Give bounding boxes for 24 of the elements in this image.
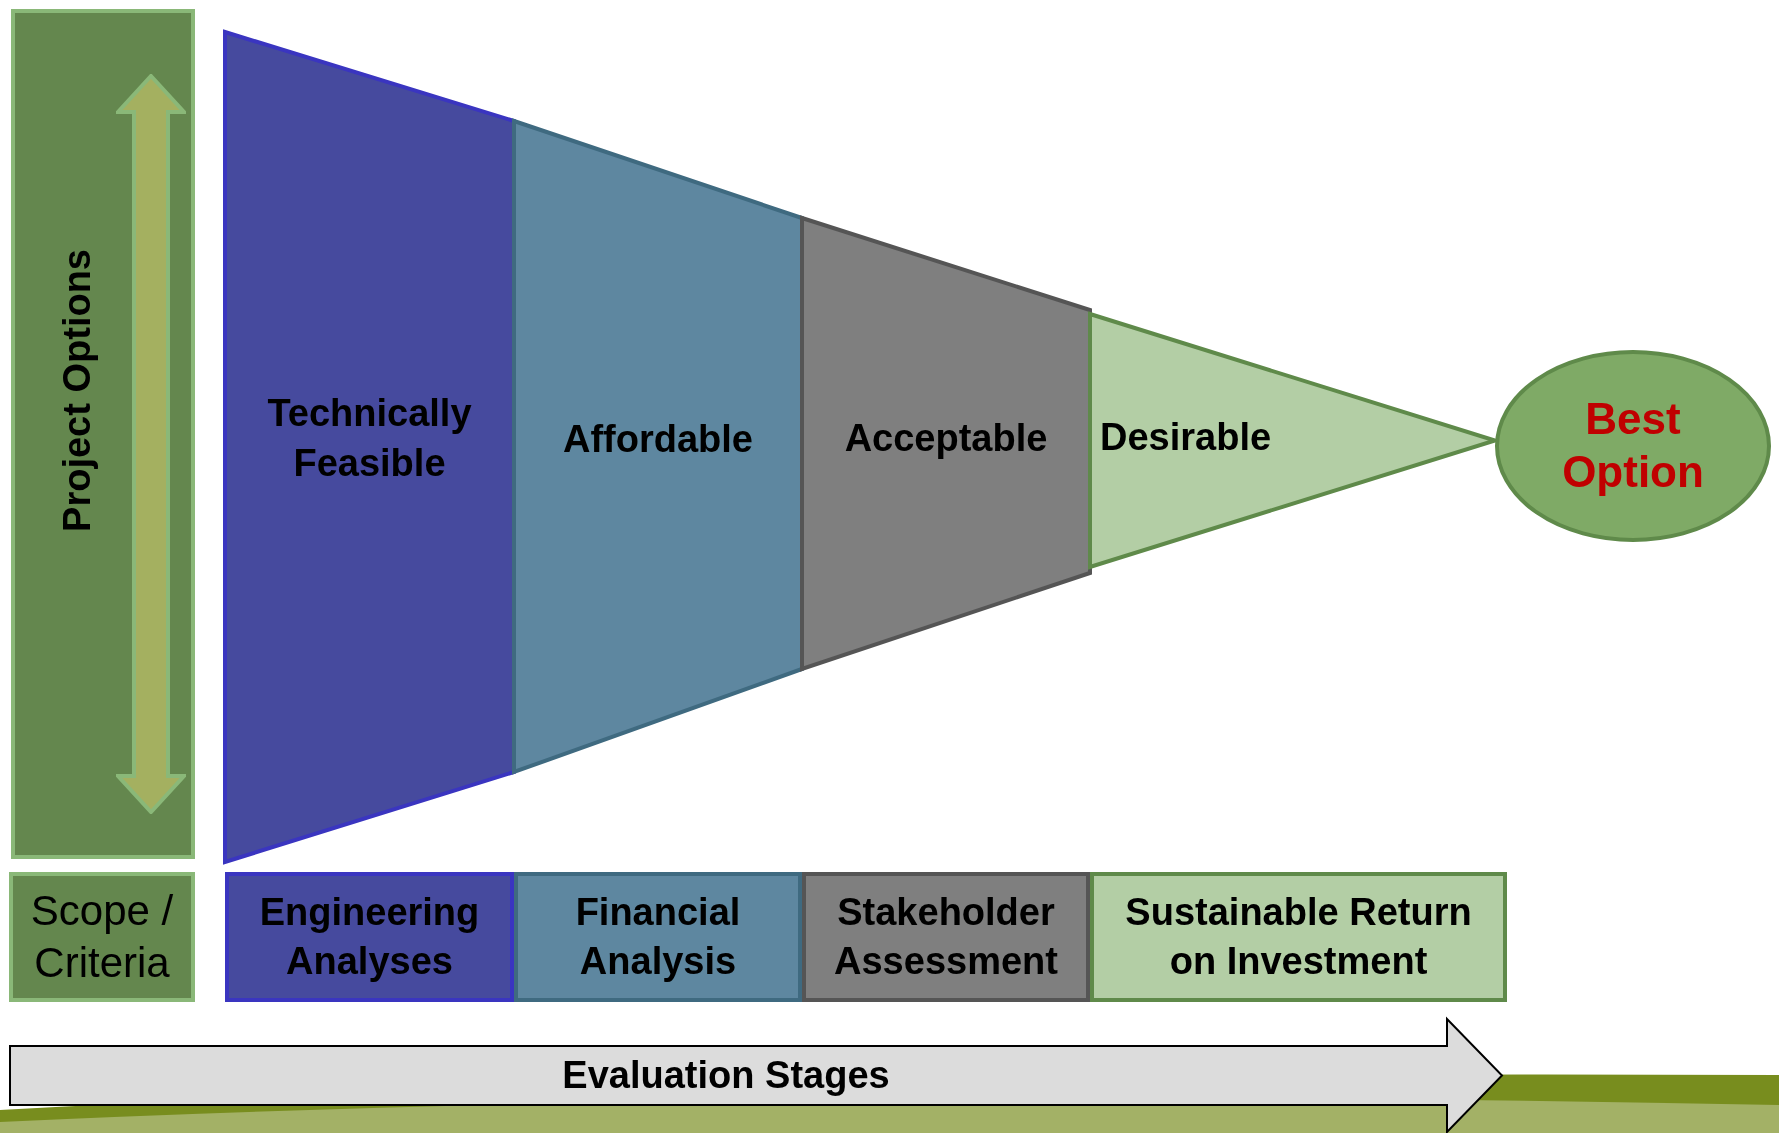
stage-label: Sustainable Return on Investment (1124, 889, 1473, 984)
criteria-box (802, 872, 1090, 1002)
stage-label: Desirable (1100, 415, 1272, 461)
funnel-stage (514, 121, 802, 772)
funnel-stage (1090, 314, 1495, 567)
result-label: Best Option (1561, 393, 1705, 498)
funnel-stage (802, 218, 1090, 669)
funnel-stage (225, 32, 514, 862)
box-heading: Project Options (55, 249, 99, 532)
criteria-box (514, 872, 802, 1002)
stage-label: Engineering Analyses (258, 889, 481, 984)
stage-arrow (9, 1018, 1503, 1133)
criteria-box (225, 872, 514, 1002)
stage-label: Affordable (563, 417, 753, 463)
stage-label: Acceptable (844, 416, 1048, 462)
stage-label: Stakeholder Assessment (833, 889, 1059, 984)
category-box (11, 9, 195, 859)
axis-label: Evaluation Stages (562, 1052, 890, 1098)
category-box (9, 872, 195, 1002)
stage-label: Technically Feasible (266, 391, 473, 486)
stage-label: Financial Analysis (574, 889, 742, 984)
stage-label: Scope / Criteria (29, 885, 175, 988)
criteria-box (1090, 872, 1507, 1002)
result-ellipse (1495, 350, 1771, 542)
